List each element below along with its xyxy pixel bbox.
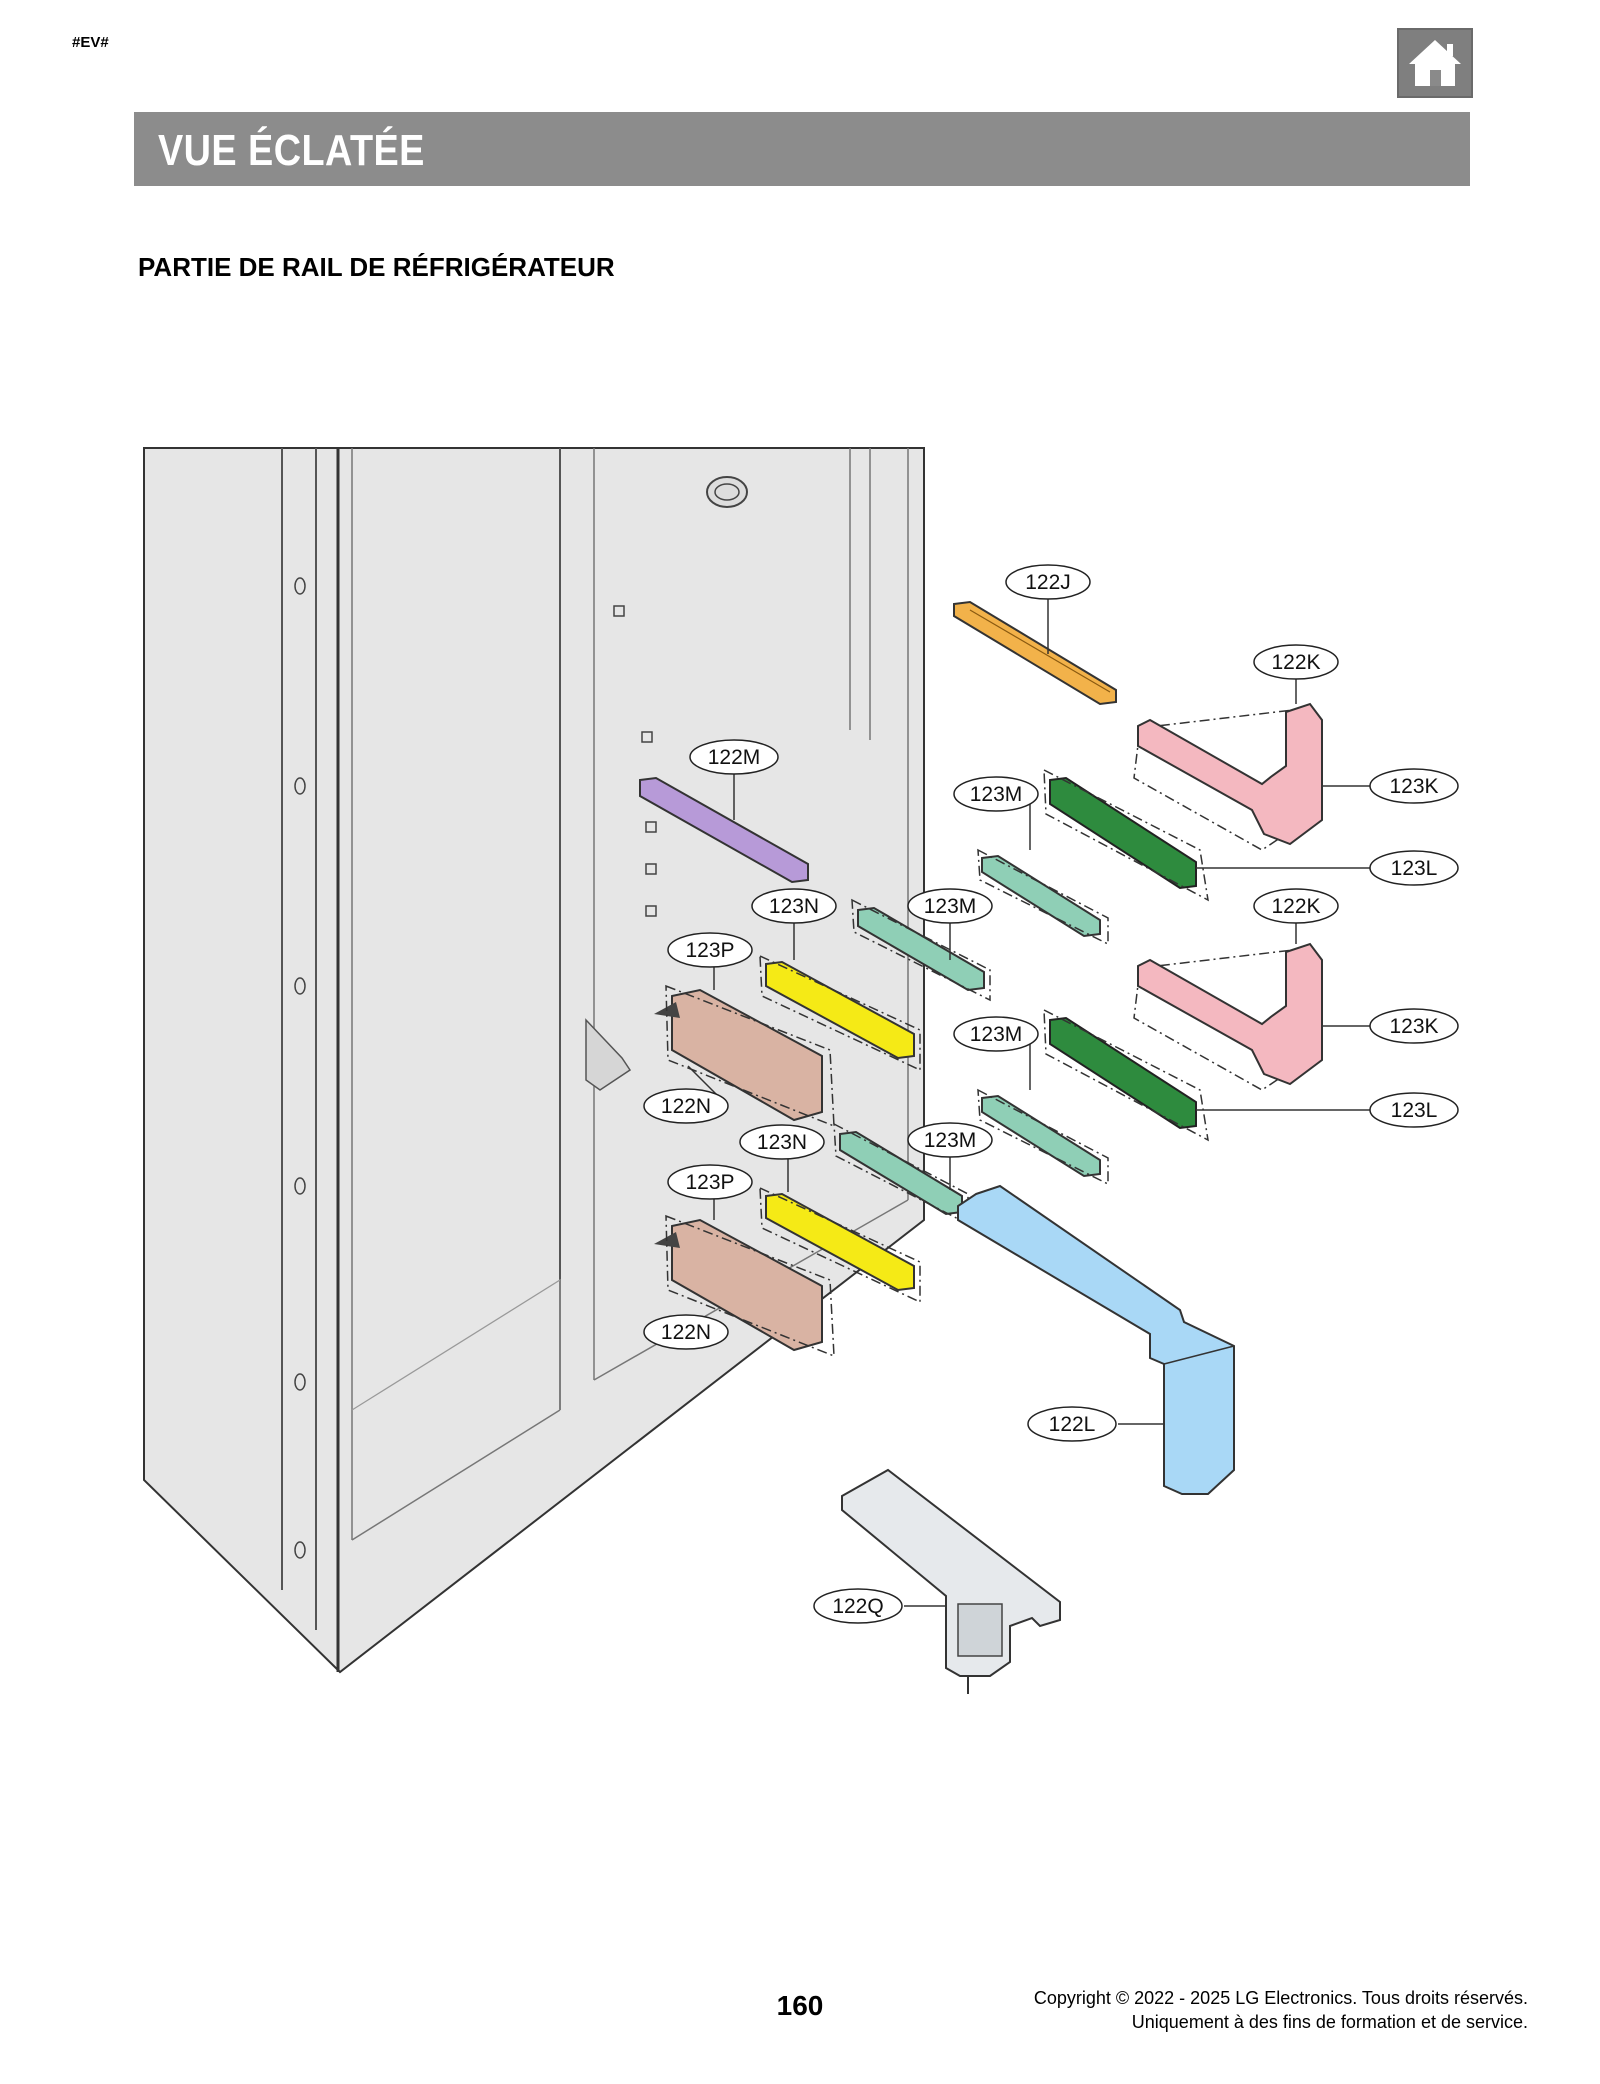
part-123N-upper-rail: [759, 906, 921, 1072]
part-122N-upper-bracket: [654, 942, 835, 1128]
callout-123N-upper: 123N: [751, 888, 837, 924]
svg-text:123P: 123P: [685, 1171, 734, 1194]
svg-text:123L: 123L: [1391, 1099, 1438, 1122]
svg-text:123P: 123P: [685, 939, 734, 962]
callout-122K-lower: 122K: [1253, 888, 1339, 924]
callout-122M: 122M: [689, 739, 779, 775]
svg-text:122N: 122N: [661, 1095, 711, 1118]
callout-123K-lower: 123K: [1369, 1008, 1459, 1044]
part-123L-lower-rail: [1043, 1008, 1370, 1142]
svg-text:122J: 122J: [1025, 571, 1071, 594]
callout-123P-lower: 123P: [667, 1164, 753, 1200]
svg-text:123K: 123K: [1389, 775, 1438, 798]
callout-123M-mid: 123M: [907, 888, 993, 924]
part-122K-upper-bracket: [1133, 678, 1370, 851]
callout-122Q: 122Q: [813, 1588, 903, 1624]
svg-text:123M: 123M: [970, 783, 1023, 806]
section-title: VUE ÉCLATÉE: [158, 126, 425, 175]
svg-text:123N: 123N: [769, 895, 819, 918]
callout-122N-lower: 122N: [643, 1314, 729, 1350]
exploded-view-diagram: 122J 122K 123K 123M 123L 122M 123N 123M …: [143, 447, 1459, 1694]
callout-123M-lower-left: 123M: [907, 1122, 993, 1158]
svg-text:122K: 122K: [1271, 895, 1320, 918]
section-header-bar: VUE ÉCLATÉE: [134, 112, 1470, 186]
callout-123M-lower-right: 123M: [953, 1016, 1039, 1052]
svg-text:123M: 123M: [970, 1023, 1023, 1046]
callout-123N-lower: 123N: [739, 1124, 825, 1160]
part-122M-rail: [639, 766, 809, 884]
callout-123M-upper: 123M: [953, 776, 1039, 812]
svg-text:123L: 123L: [1391, 857, 1438, 880]
part-123N-lower-rail: [759, 1152, 921, 1304]
callout-122L: 122L: [1027, 1406, 1117, 1442]
svg-text:123M: 123M: [924, 895, 977, 918]
copyright-notice: Copyright © 2022 - 2025 LG Electronics. …: [1034, 1986, 1528, 2034]
home-icon: [1409, 40, 1461, 86]
svg-text:122N: 122N: [661, 1321, 711, 1344]
part-122Q-bracket: [841, 1468, 1061, 1694]
svg-text:123K: 123K: [1389, 1015, 1438, 1038]
callout-122K-upper: 122K: [1253, 644, 1339, 680]
svg-text:122L: 122L: [1049, 1413, 1096, 1436]
copyright-line-2: Uniquement à des fins de formation et de…: [1131, 2012, 1528, 2032]
svg-text:123M: 123M: [924, 1129, 977, 1152]
callout-122N-upper: 122N: [643, 1088, 729, 1124]
page-number: 160: [776, 1990, 824, 2021]
svg-text:122Q: 122Q: [832, 1595, 883, 1618]
part-122L-cover: [957, 1184, 1235, 1495]
callout-123L-upper: 123L: [1369, 850, 1459, 886]
svg-text:122K: 122K: [1271, 651, 1320, 674]
callout-123L-lower: 123L: [1369, 1092, 1459, 1128]
part-122K-lower-bracket: [1133, 922, 1370, 1091]
part-122J-rail: [953, 588, 1117, 706]
document-code: #EV#: [72, 34, 109, 51]
callout-122J: 122J: [1005, 564, 1091, 600]
subsection-title: PARTIE DE RAIL DE RÉFRIGÉRATEUR: [138, 252, 615, 282]
copyright-line-1: Copyright © 2022 - 2025 LG Electronics. …: [1033, 1988, 1528, 2008]
part-123L-upper-rail: [1043, 768, 1370, 902]
part-123M-mid-rail: [851, 898, 991, 1002]
callout-123K-upper: 123K: [1369, 768, 1459, 804]
svg-text:122M: 122M: [708, 746, 761, 769]
home-button[interactable]: [1397, 28, 1473, 98]
callout-123P-upper: 123P: [667, 932, 753, 968]
svg-text:123N: 123N: [757, 1131, 807, 1154]
